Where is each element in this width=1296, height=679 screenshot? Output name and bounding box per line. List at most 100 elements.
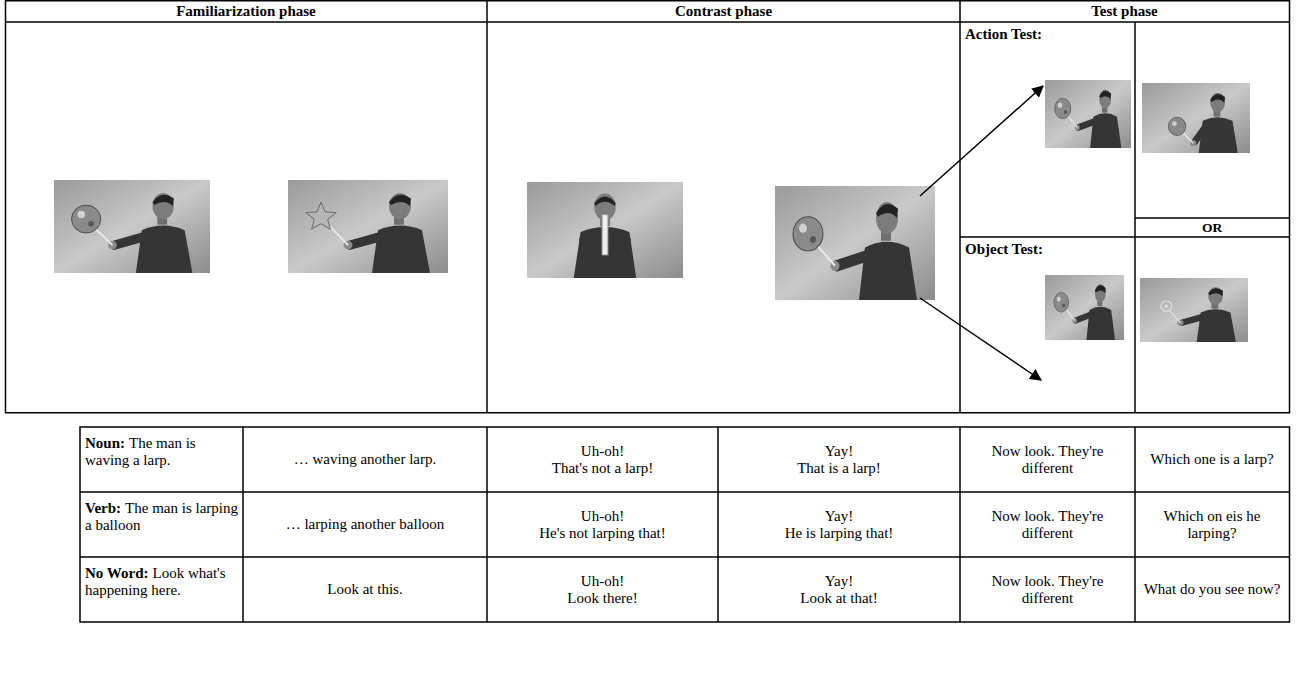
label-text: … waving another larp.	[294, 451, 436, 467]
script-cell: No Word:Look what's happening here.	[80, 557, 243, 622]
photo	[1045, 80, 1131, 148]
label-text: … larping another balloon	[286, 516, 445, 532]
row-label: No Word:	[85, 565, 148, 581]
cell-text: Verb:The man is larping a balloon	[85, 500, 238, 534]
script-cell: Look at this.	[243, 557, 487, 622]
script-cell: Uh-oh!That's not a larp!	[487, 427, 718, 492]
row-label: Verb:	[85, 500, 121, 516]
script-cell: … larping another balloon	[243, 492, 487, 557]
label-text: That's not a larp!	[492, 460, 713, 477]
cell-text: Which on eis he larping?	[1140, 508, 1284, 542]
phase-header: Familiarization phase	[5, 0, 487, 22]
cell-text: Noun:The man is waving a larp.	[85, 435, 238, 469]
cell-text: Action Test:	[965, 26, 1130, 43]
script-cell: … waving another larp.	[243, 427, 487, 492]
label-text: Contrast phase	[675, 3, 772, 19]
cell-text: … larping another balloon	[248, 516, 482, 533]
script-cell: Now look. They're different	[960, 427, 1135, 492]
or-label: OR	[1135, 218, 1289, 237]
photo	[1142, 83, 1250, 153]
script-cell: Which on eis he larping?	[1135, 492, 1289, 557]
arrows	[920, 86, 1043, 380]
table-rule	[6, 21, 1290, 23]
label-text: Which one is a larp?	[1150, 451, 1273, 467]
table-border	[80, 427, 1290, 622]
table-rule	[1134, 427, 1136, 622]
cell-text: Yay!That is a larp!	[723, 443, 955, 477]
table-rule	[959, 1, 961, 413]
label-text: Now look. They're different	[992, 508, 1104, 541]
cell-text: Which one is a larp?	[1140, 451, 1284, 468]
cell-text: Yay!Look at that!	[723, 573, 955, 607]
cell-text: Familiarization phase	[10, 3, 482, 20]
label-text: OR	[1202, 220, 1222, 235]
cell-text: Now look. They're different	[965, 573, 1130, 607]
photo	[288, 180, 448, 273]
cell-text: Contrast phase	[492, 3, 955, 20]
cell-text: Test phase	[965, 3, 1284, 20]
cell-text: Uh-oh!That's not a larp!	[492, 443, 713, 477]
label-text: Object Test:	[965, 241, 1043, 257]
label-text: Look there!	[492, 590, 713, 607]
label-text: Familiarization phase	[176, 3, 316, 19]
script-cell: Now look. They're different	[960, 557, 1135, 622]
photo	[1045, 275, 1124, 340]
script-cell: Noun:The man is waving a larp.	[80, 427, 243, 492]
cell-text: Uh-oh!Look there!	[492, 573, 713, 607]
table-rule	[960, 236, 1290, 238]
label-text: Uh-oh!	[492, 508, 713, 525]
cell-text: … waving another larp.	[248, 451, 482, 468]
cell-text: Now look. They're different	[965, 443, 1130, 477]
photo	[527, 182, 683, 278]
table-rule	[80, 556, 1290, 558]
label-text: Yay!	[723, 443, 955, 460]
script-cell: Uh-oh!He's not larping that!	[487, 492, 718, 557]
label-text: Look at this.	[327, 581, 402, 597]
table-rule	[959, 427, 961, 622]
phase-header: Test phase	[960, 0, 1289, 22]
photos	[54, 80, 1250, 342]
table-rule	[486, 1, 488, 413]
cell-text: Uh-oh!He's not larping that!	[492, 508, 713, 542]
script-cell: Now look. They're different	[960, 492, 1135, 557]
cell-text: No Word:Look what's happening here.	[85, 565, 238, 599]
table-grid	[6, 1, 1290, 622]
label-text: Now look. They're different	[992, 573, 1104, 606]
table-rule	[717, 427, 719, 622]
arrow	[920, 298, 1041, 380]
label-text: Which on eis he larping?	[1163, 508, 1260, 541]
photo	[1140, 278, 1248, 342]
script-cell: Which one is a larp?	[1135, 427, 1289, 492]
cell-text: Yay!He is larping that!	[723, 508, 955, 542]
photo	[54, 180, 210, 273]
table-border	[6, 1, 1290, 413]
label-text: What do you see now?	[1144, 581, 1281, 597]
row-label: Noun:	[85, 435, 125, 451]
label-text: Yay!	[723, 508, 955, 525]
table-rule	[1135, 217, 1290, 219]
cell-text: Now look. They're different	[965, 508, 1130, 542]
script-cell: Yay!Look at that!	[718, 557, 960, 622]
label-text: Test phase	[1091, 3, 1158, 19]
label-text: Uh-oh!	[492, 443, 713, 460]
label-text: That is a larp!	[723, 460, 955, 477]
test-label: Action Test:	[960, 23, 1135, 51]
label-text: He's not larping that!	[492, 525, 713, 542]
label-text: Now look. They're different	[992, 443, 1104, 476]
test-label: Object Test:	[960, 238, 1135, 266]
table-rule	[486, 427, 488, 622]
label-text: He is larping that!	[723, 525, 955, 542]
label-text: Uh-oh!	[492, 573, 713, 590]
script-cell: Yay!That is a larp!	[718, 427, 960, 492]
photo	[775, 186, 935, 300]
cell-text: OR	[1140, 220, 1284, 235]
label-text: Yay!	[723, 573, 955, 590]
table-rule	[242, 427, 244, 622]
label-text: Look at that!	[723, 590, 955, 607]
script-cell: Uh-oh!Look there!	[487, 557, 718, 622]
phase-header: Contrast phase	[487, 0, 960, 22]
table-rule	[80, 491, 1290, 493]
cell-text: Object Test:	[965, 241, 1130, 258]
